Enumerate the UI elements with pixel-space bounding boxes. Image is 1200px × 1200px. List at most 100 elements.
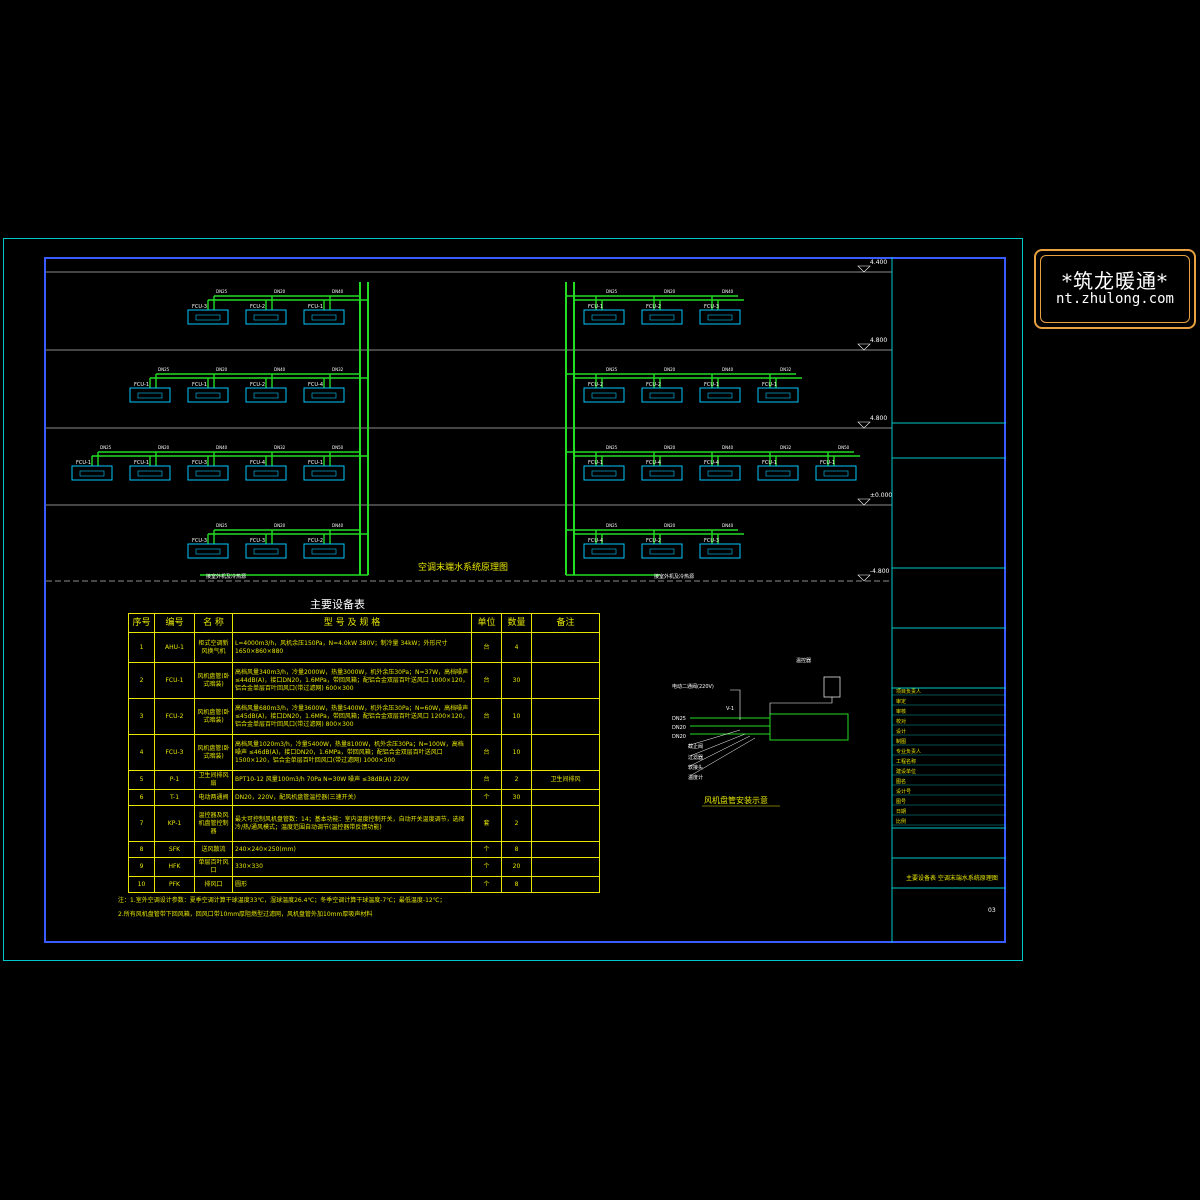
- cell-spec: 高档风量680m3/h，冷量3600W，热量5400W，机外余压30Pa；N=6…: [232, 698, 472, 735]
- title-block-row: 制图: [896, 738, 906, 745]
- pipe-label: DN50: [838, 445, 850, 450]
- cell-unit: 个: [471, 789, 502, 806]
- cell-unit: 台: [471, 698, 502, 735]
- fcu-label: FCU-1: [820, 460, 835, 466]
- pipe-label: DN25: [216, 289, 228, 294]
- fcu-label: FCU-3: [192, 538, 207, 544]
- title-block-row: 图号: [896, 799, 906, 805]
- fcu-label: FCU-1: [134, 382, 149, 388]
- level-2: 4.800: [870, 337, 887, 344]
- outer-sheet-border: [3, 238, 1023, 961]
- fcu-label: FCU-2: [308, 538, 323, 544]
- pipe-label: DN20: [274, 523, 286, 528]
- cell-qty: 4: [501, 632, 532, 663]
- cell-code: P-1: [154, 770, 195, 790]
- note-line-1: 注：1.室外空调设计参数：夏季空调计算干球温度33℃，湿球温度26.4℃；冬季空…: [118, 897, 446, 904]
- cell-code: SFK: [154, 841, 195, 858]
- fcu-unit: FCU-4 DN32: [245, 445, 287, 481]
- pipe-label: DN32: [780, 445, 792, 450]
- title-block-row: 校对: [896, 718, 906, 725]
- pipe-label: DN32: [274, 445, 286, 450]
- diagram-title: 空调末端水系统原理图: [418, 561, 508, 573]
- pipe-label: DN20: [664, 289, 676, 294]
- inner-drawing-border: [44, 257, 1006, 943]
- cell-no: 10: [128, 876, 155, 893]
- cell-code: KP-1: [154, 805, 195, 842]
- detail-labels: 电动二通阀(220V) 温控器 V-1 DN25 DN20 DN20 截止阀 过…: [672, 657, 811, 781]
- fcu-label: FCU-1: [134, 460, 149, 466]
- cell-name: 电动两通阀: [194, 789, 233, 806]
- detail-label-5: DN20: [672, 725, 686, 731]
- title-block-row: 设计号: [896, 788, 911, 795]
- pipe-label: DN25: [606, 367, 618, 372]
- fcu-label: FCU-1: [762, 382, 777, 388]
- base-note-left: 接室外机及冷热源: [206, 573, 246, 580]
- fcu-label: FCU-1: [192, 382, 207, 388]
- cell-spec: 高档风量1020m3/h，冷量5400W，热量8100W，机外余压30Pa；N=…: [232, 734, 472, 771]
- table-title: 主要设备表: [310, 598, 365, 611]
- base-note-right: 接室外机及冷热源: [654, 573, 694, 580]
- fcu-label: FCU-3: [192, 460, 207, 466]
- th-no: 序号: [128, 613, 155, 633]
- cell-note: [531, 805, 600, 842]
- cell-note: [531, 789, 600, 806]
- pipe-label: DN40: [216, 445, 228, 450]
- fcu-label: FCU-2: [646, 304, 661, 310]
- cell-spec: BPT10-12 风量100m3/h 70Pa N=30W 噪声 ≤38dB(A…: [232, 770, 472, 790]
- cell-name: 柜式空调新风换气机: [194, 632, 233, 663]
- cell-unit: 个: [471, 876, 502, 893]
- cell-spec: 330×330: [232, 857, 472, 877]
- fcu-label: FCU-4: [250, 460, 265, 466]
- pipe-label: DN40: [722, 523, 734, 528]
- cell-unit: 个: [471, 841, 502, 858]
- fcu-label: FCU-3: [704, 304, 719, 310]
- pipe-label: DN25: [606, 289, 618, 294]
- cell-note: [531, 662, 600, 699]
- cell-name: 单层百叶风口: [194, 857, 233, 877]
- fcu-label: FCU-1: [76, 460, 91, 466]
- cell-no: 6: [128, 789, 155, 806]
- pipe-label: DN40: [274, 367, 286, 372]
- cell-unit: 台: [471, 770, 502, 790]
- cell-name: 送风散流: [194, 841, 233, 858]
- detail-title: 风机盘管安装示意: [704, 795, 768, 805]
- table-notes: 注：1.室外空调设计参数：夏季空调计算干球温度33℃，湿球温度26.4℃；冬季空…: [118, 894, 445, 922]
- table-header-row: 序号 编号 名 称 型 号 及 规 格 单位 数量 备注: [128, 613, 600, 633]
- title-block: [891, 257, 1006, 943]
- th-spec: 型 号 及 规 格: [232, 613, 472, 633]
- th-note: 备注: [531, 613, 600, 633]
- fcu-label: FCU-2: [250, 382, 265, 388]
- fcu-label: FCU-3: [704, 538, 719, 544]
- title-block-row: 图名: [896, 778, 906, 785]
- fcu-label: FCU-4: [308, 382, 323, 388]
- fcu-label: FCU-2: [646, 382, 661, 388]
- cell-no: 1: [128, 632, 155, 663]
- fcu-unit: FCU-3 DN40: [699, 523, 741, 559]
- title-block-row: 设计: [896, 728, 906, 735]
- pipe-label: DN40: [332, 523, 344, 528]
- watermark-logo: *筑龙暖通* nt.zhulong.com: [1034, 249, 1196, 329]
- cell-qty: 10: [501, 734, 532, 771]
- title-block-row: 工程名称: [896, 758, 916, 765]
- cell-note: [531, 734, 600, 771]
- cell-qty: 10: [501, 698, 532, 735]
- pipe-label: DN50: [332, 445, 344, 450]
- title-block-row: 项目负责人: [896, 688, 921, 695]
- pipe-label: DN20: [216, 367, 228, 372]
